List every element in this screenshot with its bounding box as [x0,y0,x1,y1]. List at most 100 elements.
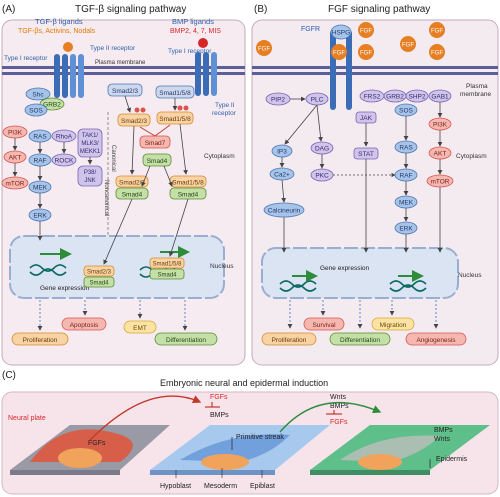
node-smad158-complex: Smad1/5/8 Smad4 [169,175,207,200]
node-erk-b: ERK [394,221,418,235]
dna-icon-a1 [29,264,67,272]
svg-text:MEK: MEK [33,185,48,192]
gene-expression-label-b: Gene expression [320,265,370,272]
svg-text:RAS: RAS [33,134,47,141]
embryo-right [310,425,490,475]
node-rock: ROCK [51,153,77,167]
node-shc: Shc [25,87,51,101]
svg-text:Smad2/3: Smad2/3 [87,270,112,276]
node-ip3: IP3 [271,144,293,158]
svg-text:SOS: SOS [29,108,43,115]
svg-text:PKC: PKC [315,173,329,180]
svg-text:Differentiation: Differentiation [166,337,206,344]
fgfs-top-label: FGFs [210,394,228,401]
fgfs-left-label: FGFs [88,440,106,447]
node-calcineurin: Calcineurin [263,202,305,218]
bmp-ligands-list: BMP2, 4, 7, MIS [170,28,221,35]
bmp-type-ii-label-1: Type II [215,102,235,109]
outcome-proliferation-a: Proliferation [11,332,69,346]
svg-text:ERK: ERK [399,226,413,233]
wnts-right-label: Wnts [434,436,450,443]
node-pkc: PKC [310,168,334,182]
node-smad158-top: Smad1/5/8 [155,85,195,99]
svg-text:Shc: Shc [32,92,44,99]
svg-text:Smad4: Smad4 [178,192,199,199]
outcome-differentiation-a: Differentiation [154,332,218,346]
svg-text:Proliferation: Proliferation [272,337,307,344]
svg-text:ROCK: ROCK [55,158,74,165]
embryo-left [10,425,170,475]
gene-expression-label-a: Gene expression [40,285,90,292]
svg-text:SOS: SOS [399,108,413,115]
svg-text:Angiogenesis: Angiogenesis [416,337,456,344]
bmp-type-i-receptor-label: Type I receptor [168,48,212,55]
fgf-ligand-2: FGF [331,44,347,60]
svg-text:Migration: Migration [380,322,407,329]
svg-text:DAG: DAG [315,146,329,153]
node-smad7: Smad7 [139,135,171,149]
svg-text:Smad4: Smad4 [147,158,168,165]
node-sos-b: SOS [394,103,418,117]
node-pi3k-a: PI3K [2,125,28,139]
svg-text:Smad1/5/8: Smad1/5/8 [159,90,191,97]
svg-text:FGF: FGF [402,43,414,49]
svg-text:FGF: FGF [431,51,443,57]
node-plc: PLC [305,92,329,106]
fgf-ligand-1: FGF [256,40,272,56]
svg-text:MEK: MEK [399,200,414,207]
svg-text:Apoptosis: Apoptosis [70,322,99,329]
node-shp2: SHP2 [405,89,429,103]
nucleus-smad158-complex: Smad1/5/8 Smad4 [149,257,185,280]
tgf-ligands-heading: TGF-β ligands [35,17,83,26]
svg-text:Smad4: Smad4 [89,281,109,287]
node-smad23-top: Smad2/3 [107,83,143,97]
node-ras-a: RAS [28,129,52,143]
svg-text:SHP2: SHP2 [409,94,426,101]
svg-text:STAT: STAT [358,151,374,158]
svg-text:RAF: RAF [34,158,47,165]
svg-text:MLK3/: MLK3/ [81,141,99,147]
node-pip2: PIP2 [265,92,291,106]
fgf-ligand-3: FGF [358,22,374,38]
outcome-migration: Migration [371,317,415,331]
fgf-ligand-5: FGF [400,36,416,52]
svg-text:JNK: JNK [84,178,95,184]
node-jak: JAK [355,111,377,124]
svg-text:Smad2/3: Smad2/3 [112,88,138,95]
epiblast-label: Epiblast [250,483,275,490]
svg-text:Smad4: Smad4 [157,273,177,279]
panel-c-letter: (C) [2,370,16,381]
nucleus-label-a: Nucleus [210,263,234,270]
node-p38-jnk: P38/ JNK [77,165,103,187]
svg-text:Survival: Survival [312,322,336,329]
bmps-top2-label: BMPs [330,403,349,410]
svg-text:GRB2: GRB2 [43,102,61,109]
membrane-outer-a [2,66,245,69]
node-smad158-phospho: Smad1/5/8 [156,105,194,125]
node-ca2: Ca2+ [269,167,295,181]
svg-text:PLC: PLC [311,97,324,104]
panel-c: (C) Embryonic neural and epidermal induc… [1,370,499,495]
bmps-top-label: BMPs [210,412,229,419]
node-ras-b: RAS [394,140,418,154]
node-rhoa: RhoA [51,129,77,143]
nucleus-smad23-complex: Smad2/3 Smad4 [83,265,115,288]
panel-c-title: Embryonic neural and epidermal induction [160,378,328,388]
panel-a-letter: (A) [2,4,15,15]
panel-b-title: FGF signaling pathway [328,4,430,15]
svg-text:HSPG: HSPG [332,30,350,37]
bmp-receptor [195,52,217,96]
bmps-right-label: BMPs [434,427,453,434]
svg-text:Smad1/5/8: Smad1/5/8 [159,116,191,123]
bmp-ligand-icon [198,38,208,48]
outcome-proliferation-b: Proliferation [261,332,317,346]
fgf-ligand-4: FGF [358,44,374,60]
embryo-middle [150,425,330,475]
node-smad23-phospho: Smad2/3 [117,107,151,127]
node-mek-b: MEK [394,195,418,209]
nucleus-label-b: Nucleus [458,272,482,279]
svg-text:RAF: RAF [400,173,413,180]
plasma-label-b1: Plasma [466,83,488,90]
bmp-ligands-heading: BMP ligands [172,17,214,26]
